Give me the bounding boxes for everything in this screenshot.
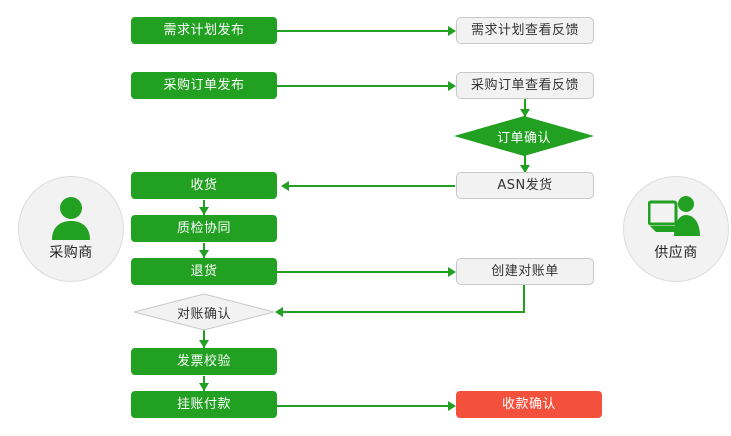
edge-create-statement-to-statement-confirm-arrow [275, 307, 283, 317]
edge-statement-confirm-to-invoice-arrow [199, 340, 209, 348]
person-icon [48, 196, 94, 240]
edge-po-feedback-to-order-confirm-arrow [520, 109, 530, 117]
node-purchase-order-feedback-label: 采购订单查看反馈 [470, 78, 579, 93]
edge-asn-to-receive [289, 185, 455, 187]
edge-asn-to-receive-arrow [281, 181, 289, 191]
node-demand-plan-publish-label: 需求计划发布 [163, 23, 245, 38]
edge-demand-plan-to-feedback-arrow [448, 26, 456, 36]
actor-buyer[interactable]: 采购商 [18, 176, 124, 282]
edge-receive-to-quality-arrow [199, 207, 209, 215]
node-quality-collab-label: 质检协同 [176, 221, 231, 236]
edge-po-publish-to-feedback [277, 85, 449, 87]
node-create-statement[interactable]: 创建对账单 [456, 258, 594, 285]
node-statement-confirm-label: 对账确认 [176, 306, 231, 322]
node-invoice-check-label: 发票校验 [176, 354, 231, 369]
node-demand-plan-publish[interactable]: 需求计划发布 [131, 17, 277, 44]
node-purchase-order-feedback[interactable]: 采购订单查看反馈 [456, 72, 594, 99]
edge-return-to-create-statement-arrow [448, 267, 456, 277]
edge-order-confirm-to-asn-arrow [520, 165, 530, 173]
edge-order-confirm-to-asn [524, 155, 526, 173]
node-asn-shipment[interactable]: ASN发货 [456, 172, 594, 199]
node-receipt-confirm[interactable]: 收款确认 [456, 391, 602, 418]
edge-create-statement-to-statement-confirm-horiz [283, 311, 525, 313]
edge-invoice-to-payment-arrow [199, 383, 209, 391]
node-order-confirm[interactable]: 订单确认 [454, 116, 594, 156]
node-invoice-check[interactable]: 发票校验 [131, 348, 277, 375]
edge-po-feedback-to-order-confirm [524, 99, 526, 117]
edge-payment-to-receipt-confirm [277, 405, 449, 407]
node-demand-plan-feedback[interactable]: 需求计划查看反馈 [456, 17, 594, 44]
diamond-shape-statement-confirm [133, 293, 275, 331]
actor-supplier-label: 供应商 [654, 245, 698, 261]
actor-buyer-label: 采购商 [49, 245, 93, 261]
node-create-statement-label: 创建对账单 [491, 264, 559, 279]
node-demand-plan-feedback-label: 需求计划查看反馈 [470, 23, 579, 38]
node-return-goods-label: 退货 [190, 264, 218, 279]
edge-return-to-create-statement [277, 271, 449, 273]
edge-demand-plan-to-feedback [277, 30, 449, 32]
edge-quality-to-return-arrow [199, 250, 209, 258]
diamond-shape-order-confirm [454, 116, 594, 156]
node-purchase-order-publish[interactable]: 采购订单发布 [131, 72, 277, 99]
node-return-goods[interactable]: 退货 [131, 258, 277, 285]
actor-supplier[interactable]: 供应商 [623, 176, 729, 282]
node-quality-collab[interactable]: 质检协同 [131, 215, 277, 242]
node-statement-confirm[interactable]: 对账确认 [133, 293, 275, 331]
edge-create-statement-to-statement-confirm-vert [523, 285, 525, 313]
node-purchase-order-publish-label: 采购订单发布 [163, 78, 245, 93]
node-receive-goods[interactable]: 收货 [131, 172, 277, 199]
node-payable-payment-label: 挂账付款 [176, 397, 231, 412]
edge-statement-confirm-to-invoice [203, 330, 205, 348]
node-receive-goods-label: 收货 [190, 178, 218, 193]
person-at-computer-icon [647, 196, 704, 240]
node-order-confirm-label: 订单确认 [496, 130, 551, 146]
node-payable-payment[interactable]: 挂账付款 [131, 391, 277, 418]
node-receipt-confirm-label: 收款确认 [501, 397, 556, 412]
edge-payment-to-receipt-confirm-arrow [448, 401, 456, 411]
edge-po-publish-to-feedback-arrow [448, 81, 456, 91]
node-asn-shipment-label: ASN发货 [497, 178, 553, 193]
